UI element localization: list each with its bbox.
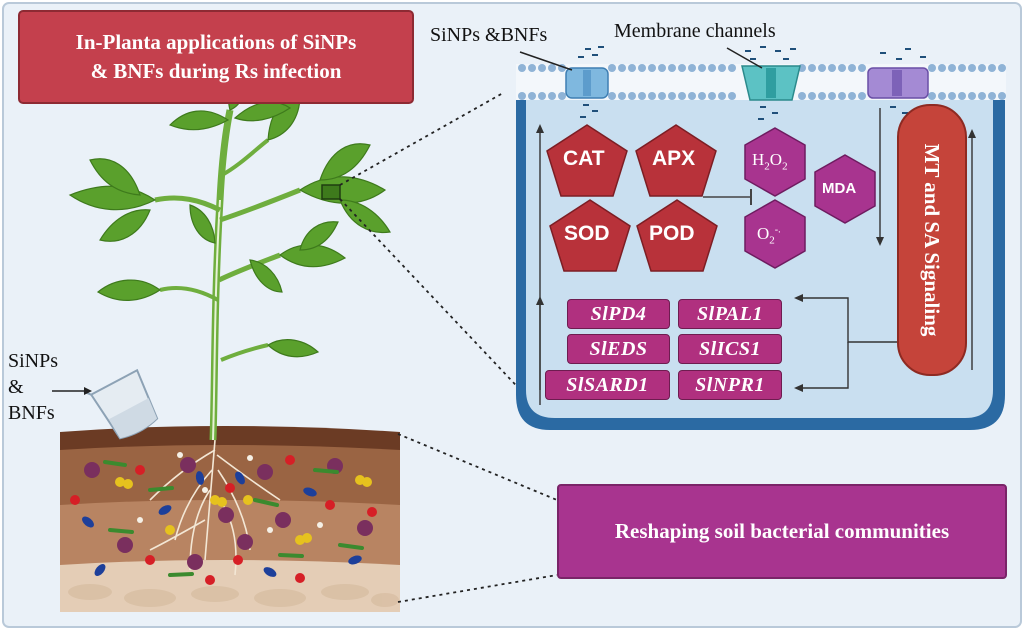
ros-shapes	[744, 127, 876, 269]
membrane-channel-3	[867, 67, 929, 99]
ros-mda: MDA	[822, 180, 857, 197]
enzyme-apx: APX	[652, 147, 696, 170]
soil-communities-box: Reshaping soil bacterial communities	[557, 484, 1007, 579]
bacteria-cluster	[70, 452, 377, 585]
ros-o2: O2-.	[757, 224, 781, 247]
label-membrane-channels: Membrane channels	[614, 20, 776, 42]
membrane-channel-2	[741, 65, 801, 101]
zoom-lines	[339, 92, 558, 603]
enzyme-pod: POD	[649, 222, 695, 245]
enzyme-sod: SOD	[564, 222, 610, 245]
gene-slpal1: SlPAL1	[678, 299, 782, 329]
label-left-application: SiNPs & BNFs	[8, 348, 58, 426]
ros-h2o2: H2O2	[752, 150, 788, 173]
title-box: In-Planta applications of SiNPs & BNFs d…	[18, 10, 414, 104]
beaker-icon	[83, 368, 159, 440]
title-line-2: & BNFs during Rs infection	[90, 59, 342, 83]
mt-sa-signaling-box: MT and SA Signaling	[897, 104, 967, 376]
title-line-1: In-Planta applications of SiNPs	[75, 30, 357, 54]
gene-slnpr1: SlNPR1	[678, 370, 782, 400]
gene-slsard1: SlSARD1	[545, 370, 670, 400]
label-left-line-2: &	[8, 376, 24, 398]
enzyme-shapes	[546, 124, 718, 272]
tomato-plant	[68, 69, 391, 441]
mt-sa-signaling-label: MT and SA Signaling	[920, 143, 945, 337]
gene-sleds: SlEDS	[567, 334, 670, 364]
gene-slics1: SlICS1	[678, 334, 782, 364]
membrane-channel-1	[565, 67, 609, 99]
enzyme-cat: CAT	[563, 147, 605, 170]
gene-slpd4: SlPD4	[567, 299, 670, 329]
label-sinps-bnfs-top: SiNPs &BNFs	[430, 24, 548, 46]
label-left-line-3: BNFs	[8, 402, 55, 424]
label-left-line-1: SiNPs	[8, 350, 59, 372]
soil-section	[60, 426, 400, 612]
